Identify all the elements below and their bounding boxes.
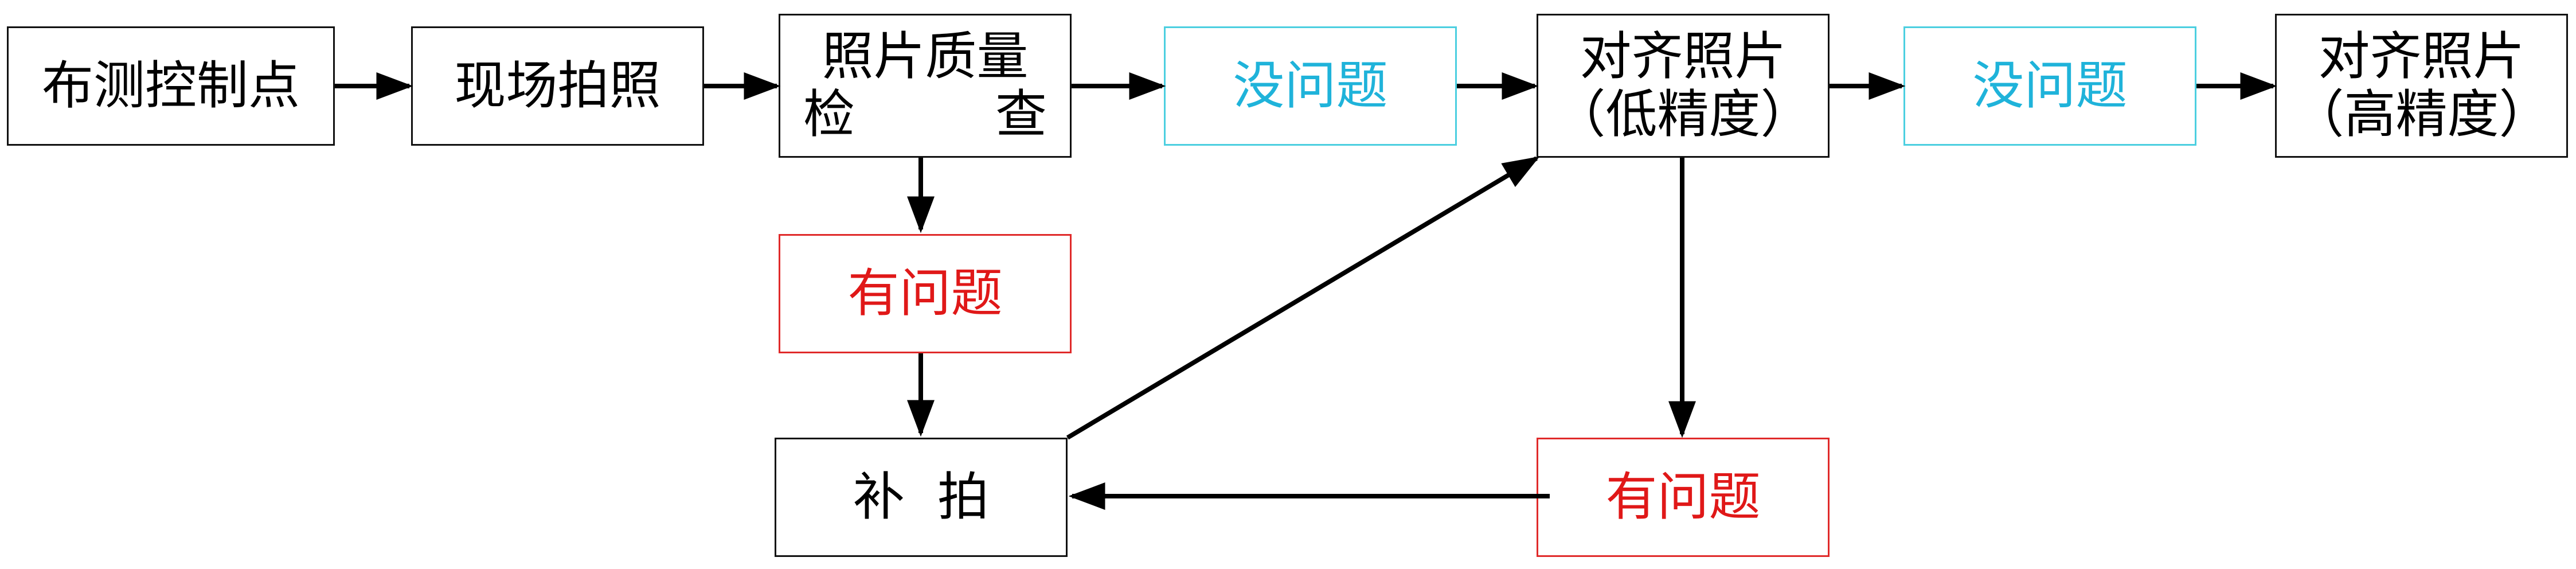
node-label-line2: 检 查 bbox=[780, 84, 1070, 145]
node-lay-control-points: 布测控制点 bbox=[7, 26, 335, 146]
node-label: 没问题 bbox=[1233, 55, 1388, 116]
node-site-photo: 现场拍照 bbox=[411, 26, 704, 146]
arrow-retake-to-align-low bbox=[1066, 156, 1540, 440]
node-label: 补 拍 bbox=[853, 466, 990, 527]
node-label-line1: 照片质量 bbox=[822, 26, 1029, 87]
node-label: 没问题 bbox=[1972, 55, 2128, 116]
node-align-high: 对齐照片 （高精度） bbox=[2275, 14, 2568, 158]
node-label: 布测控制点 bbox=[42, 55, 300, 116]
node-label-line2-left: 检 bbox=[803, 84, 855, 145]
node-label: 有问题 bbox=[1605, 466, 1761, 527]
node-label: 有问题 bbox=[847, 263, 1003, 324]
node-align-low: 对齐照片 （低精度） bbox=[1537, 14, 1830, 158]
node-problem-1: 有问题 bbox=[779, 234, 1072, 353]
node-label-line2-right: 查 bbox=[995, 84, 1047, 145]
node-photo-quality-check: 照片质量 检 查 bbox=[779, 14, 1072, 158]
node-retake: 补 拍 bbox=[775, 438, 1068, 557]
node-label-line2: （低精度） bbox=[1554, 84, 1812, 145]
node-ok-2: 没问题 bbox=[1903, 26, 2196, 146]
node-label: 现场拍照 bbox=[454, 55, 661, 116]
node-label-line1: 对齐照片 bbox=[1580, 26, 1787, 87]
node-label-line1: 对齐照片 bbox=[2318, 26, 2525, 87]
node-problem-2: 有问题 bbox=[1537, 438, 1830, 557]
node-ok-1: 没问题 bbox=[1164, 26, 1457, 146]
node-label-line2: （高精度） bbox=[2292, 84, 2551, 145]
